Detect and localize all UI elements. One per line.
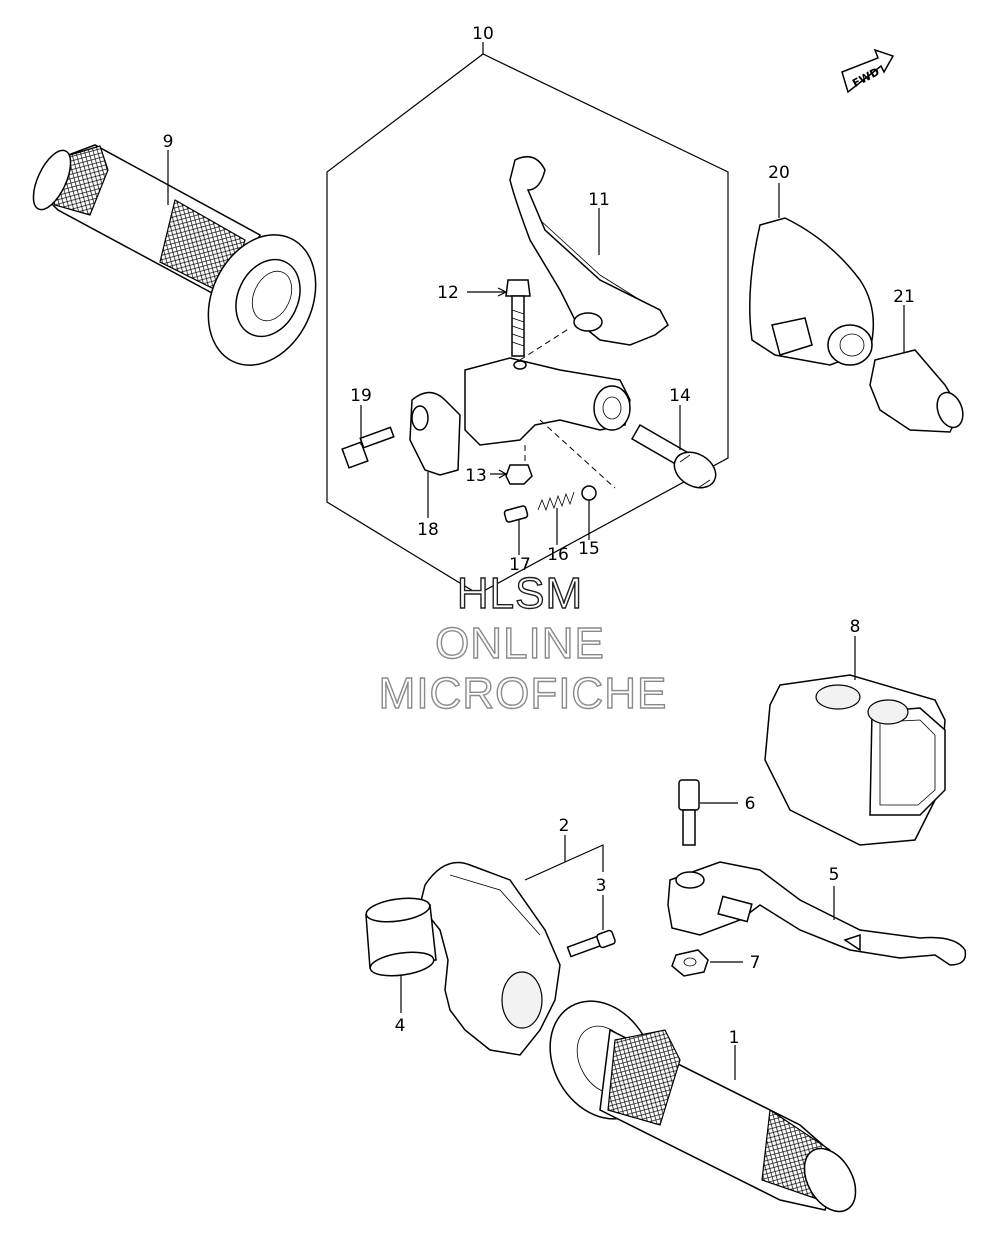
assembly-guide-lines [519, 327, 616, 489]
part-14-adjuster [630, 405, 717, 489]
assembly-10-outline [326, 42, 729, 595]
callout-8: 8 [850, 617, 861, 637]
part-3-screw [566, 895, 616, 958]
watermark-line-3: MICROFICHE [379, 669, 668, 718]
watermark-line-1: HLSM [457, 569, 583, 618]
part-9-grip [32, 144, 317, 366]
part-1-grip [549, 1000, 857, 1213]
callout-21: 21 [893, 287, 915, 307]
part-12-bolt [467, 279, 531, 357]
part-lever-holder [464, 357, 631, 446]
watermark: HLSM ONLINE MICROFICHE [378, 568, 668, 718]
part-7-nut [671, 949, 743, 977]
callout-7: 7 [750, 953, 761, 973]
part-11-lever [509, 155, 669, 346]
part-20-boot [749, 183, 875, 366]
part-6-bolt [678, 779, 738, 846]
callout-2: 2 [559, 816, 570, 836]
callout-10: 10 [472, 24, 494, 44]
callout-5: 5 [829, 865, 840, 885]
callout-17: 17 [509, 555, 531, 575]
fwd-arrow-icon: FWD [841, 48, 895, 94]
callout-6: 6 [745, 794, 756, 814]
part-21-adjuster [869, 305, 964, 433]
watermark-line-2: ONLINE [435, 619, 605, 668]
part-2-lever-body [419, 835, 604, 1056]
callout-9: 9 [163, 132, 174, 152]
callout-3: 3 [596, 876, 607, 896]
callout-12: 12 [437, 283, 459, 303]
part-17-plunger [503, 505, 529, 555]
part-16-spring [537, 491, 575, 545]
callout-15: 15 [578, 539, 600, 559]
part-18-clamp [409, 391, 461, 518]
callout-18: 18 [417, 520, 439, 540]
callout-11: 11 [588, 190, 610, 210]
callout-labels: 1 2 3 4 5 6 7 8 9 10 11 12 13 14 15 16 1… [163, 24, 915, 1048]
part-13-nut [490, 464, 533, 485]
part-4-collar [365, 897, 437, 1013]
callout-4: 4 [395, 1016, 406, 1036]
part-19-bolt [341, 405, 395, 469]
callout-16: 16 [547, 545, 569, 565]
callout-19: 19 [350, 386, 372, 406]
callout-20: 20 [768, 163, 790, 183]
part-8-cover [764, 636, 946, 846]
callout-1: 1 [729, 1028, 740, 1048]
callout-13: 13 [465, 466, 487, 486]
callout-14: 14 [669, 386, 691, 406]
part-15-ball [581, 485, 597, 540]
part-5-lever [667, 861, 967, 966]
